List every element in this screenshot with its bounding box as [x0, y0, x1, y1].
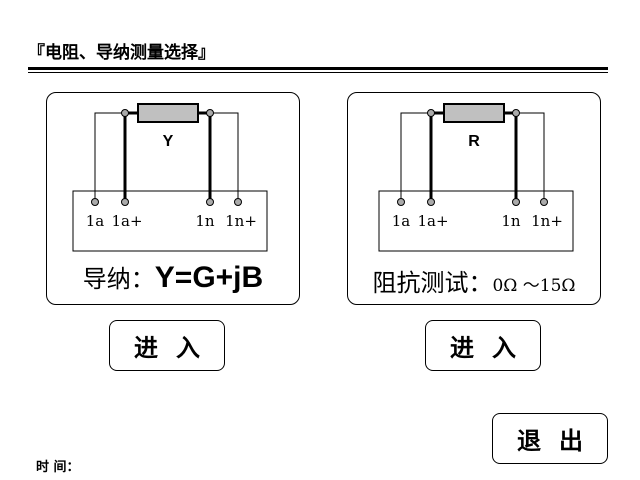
formula-label: 导纳： [82, 265, 155, 293]
resistance-panel: R 1a 1a+ 1n 1n+ 阻抗测试：0Ω ～15Ω [347, 92, 601, 305]
title-divider-thin [28, 72, 608, 73]
terminal-label: 1n [195, 212, 215, 230]
component-resistor [443, 103, 505, 123]
formula: 0Ω ～15Ω [492, 276, 576, 296]
terminal-label: 1n+ [225, 212, 257, 230]
admittance-wiring-diagram: Y 1a 1a+ 1n 1n+ [72, 103, 268, 252]
formula: Y=G+jB [154, 261, 264, 294]
component-symbol: R [468, 133, 480, 150]
title-divider [28, 67, 608, 70]
component-symbol: Y [163, 133, 174, 150]
exit-button[interactable]: 退出 [492, 413, 608, 464]
enter-resistance-button[interactable]: 进入 [425, 320, 541, 371]
page-title: 『电阻、导纳测量选择』 [28, 43, 215, 63]
admittance-panel: Y 1a 1a+ 1n 1n+ 导纳：Y=G+jB [46, 92, 300, 305]
terminal-label: 1a+ [111, 212, 142, 230]
component-resistor [137, 103, 199, 123]
enter-admittance-button[interactable]: 进入 [109, 320, 225, 371]
terminal-label: 1n [501, 212, 521, 230]
terminal-label: 1n+ [531, 212, 563, 230]
terminal-label: 1a [392, 212, 411, 230]
terminal-label: 1a [86, 212, 105, 230]
time-label: 时 间： [36, 460, 80, 475]
resistance-wiring-diagram: R 1a 1a+ 1n 1n+ [378, 103, 574, 252]
formula-label: 阻抗测试： [372, 269, 493, 297]
terminal-label: 1a+ [417, 212, 448, 230]
